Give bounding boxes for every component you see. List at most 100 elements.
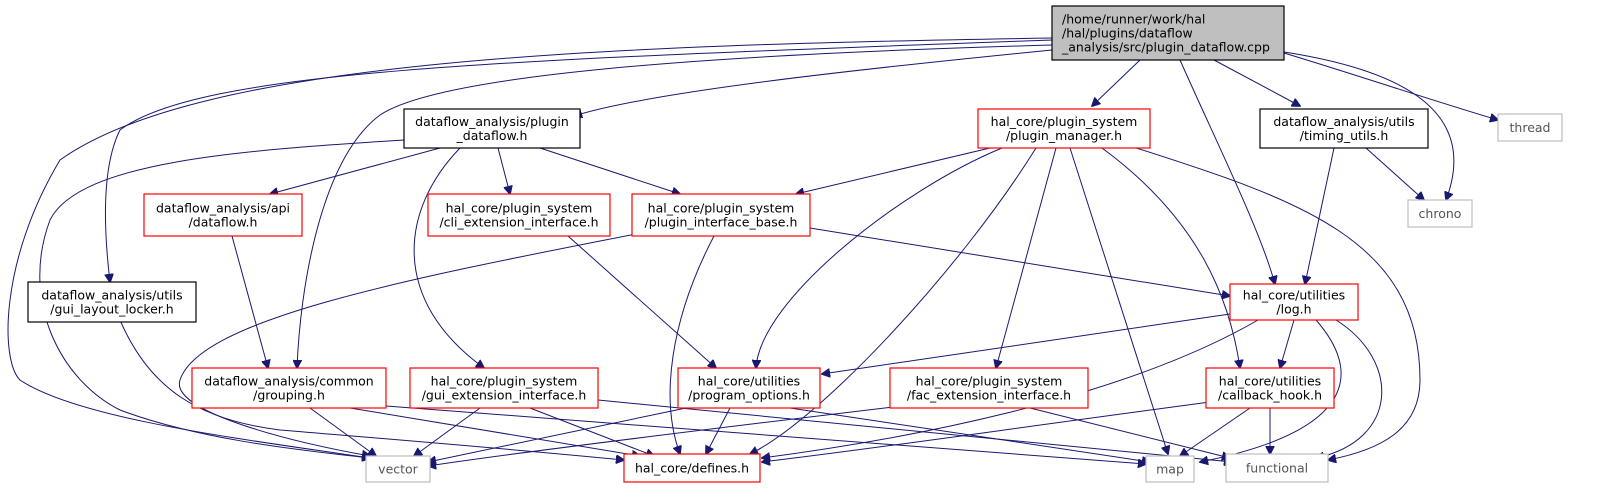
edge-grouping-defines [349, 407, 640, 456]
edge-callback-hook-defines [762, 401, 1211, 462]
node-label-line: /timing_utils.h [1300, 128, 1389, 143]
node-label-line: map [1156, 462, 1184, 477]
node-box [403, 108, 581, 149]
edge-program-options-vector [428, 407, 687, 462]
node-label-line: hal_core/plugin_system [431, 374, 578, 389]
edge-root-chrono [1283, 51, 1455, 200]
edge-root-gui-layout-locker [106, 39, 1053, 282]
node-label-line: hal_core/utilities [698, 374, 800, 389]
node-label-line: hal_core/plugin_system [991, 114, 1138, 129]
node-pib[interactable]: hal_core/plugin_system/plugin_interface_… [631, 193, 811, 237]
edge-plugin-manager-callback-hook [1101, 147, 1240, 368]
node-label-line: thread [1510, 120, 1551, 135]
edge-program-options-defines [706, 407, 731, 454]
edge-callback-hook-map [1180, 407, 1251, 456]
node-label-line: /callback_hook.h [1218, 388, 1322, 403]
node-box [1497, 113, 1563, 142]
node-label-line: /home/runner/work/hal [1062, 12, 1205, 27]
edge-fac-ext-vector [428, 403, 919, 466]
node-log[interactable]: hal_core/utilities/log.h [1229, 283, 1359, 321]
node-gui-ext[interactable]: hal_core/plugin_system/gui_extension_int… [409, 367, 599, 409]
edge-root-log [1179, 59, 1275, 284]
edge-api-dataflow-grouping [231, 235, 268, 368]
edge-plugin-dataflow-gui-ext [413, 147, 484, 368]
node-pmgr[interactable]: hal_core/plugin_system/plugin_manager.h [977, 108, 1151, 149]
node-timing[interactable]: dataflow_analysis/utils/timing_utils.h [1259, 108, 1429, 149]
node-label-line: /dataflow.h [189, 215, 258, 230]
node-thread[interactable]: thread [1497, 113, 1563, 142]
node-defines[interactable]: hal_core/defines.h [623, 453, 761, 483]
node-vector[interactable]: vector [365, 455, 431, 483]
node-label-line: hal_core/plugin_system [446, 201, 593, 216]
node-map[interactable]: map [1145, 455, 1195, 483]
node-label-line: /fac_extension_interface.h [907, 388, 1071, 403]
edge-timing-utils-log [1305, 147, 1335, 284]
node-label-line: /gui_extension_interface.h [422, 388, 587, 403]
edge-plugin-manager-defines [750, 147, 1037, 454]
node-cli-ext[interactable]: hal_core/plugin_system/cli_extension_int… [427, 193, 611, 237]
node-label-line: dataflow_analysis/api [156, 201, 290, 216]
edge-plugin-interface-base-vector [178, 233, 637, 456]
node-api-df[interactable]: dataflow_analysis/api/dataflow.h [143, 193, 303, 237]
edge-plugin-manager-plugin-interface-base [796, 147, 991, 194]
node-label-line: dataflow_analysis/utils [1273, 114, 1414, 129]
edge-gui-ext-defines [529, 407, 654, 456]
node-box [889, 367, 1089, 409]
node-box [977, 108, 1151, 149]
node-box [191, 367, 387, 409]
edge-log-callback-hook [1280, 319, 1295, 368]
node-label-line: /program_options.h [688, 388, 810, 403]
edge-plugin-interface-base-log [809, 227, 1230, 296]
node-root[interactable]: /home/runner/work/hal/hal/plugins/datafl… [1051, 5, 1285, 61]
node-functional[interactable]: functional [1225, 453, 1329, 483]
file-nodes: /home/runner/work/hal/hal/plugins/datafl… [27, 5, 1563, 483]
edge-root-plugin-manager [1092, 59, 1141, 106]
node-label-line: vector [378, 462, 419, 477]
node-label-line: /gui_layout_locker.h [50, 302, 173, 317]
node-label-line: chrono [1419, 206, 1462, 221]
node-label-line: dataflow_analysis/utils [41, 288, 182, 303]
node-box [1145, 455, 1195, 483]
node-label-line: hal_core/plugin_system [648, 201, 795, 216]
node-plugin-df[interactable]: dataflow_analysis/plugin_dataflow.h [403, 108, 581, 149]
node-cbhook[interactable]: hal_core/utilities/callback_hook.h [1205, 367, 1335, 409]
edge-root-timing-utils [1213, 59, 1300, 106]
node-fac-ext[interactable]: hal_core/plugin_system/fac_extension_int… [889, 367, 1089, 409]
edge-plugin-manager-functional [1129, 145, 1421, 460]
node-label-line: /plugin_manager.h [1006, 128, 1122, 143]
edge-plugin-manager-map [1069, 147, 1168, 454]
node-label-line: hal_core/utilities [1219, 374, 1321, 389]
node-box [143, 193, 303, 237]
node-label-line: _analysis/src/plugin_dataflow.cpp [1061, 40, 1270, 55]
node-grouping[interactable]: dataflow_analysis/common/grouping.h [191, 367, 387, 409]
node-box [631, 193, 811, 237]
node-box [677, 367, 821, 409]
edge-plugin-dataflow-api-dataflow [270, 147, 441, 194]
node-label-line: hal_core/plugin_system [916, 374, 1063, 389]
node-box [1051, 5, 1285, 61]
node-label-line: functional [1246, 461, 1308, 476]
node-box [365, 455, 431, 483]
node-label-line: /cli_extension_interface.h [439, 215, 598, 230]
edge-root-grouping [297, 44, 1053, 368]
edge-root-thread [1283, 52, 1498, 120]
node-box [409, 367, 599, 409]
edge-log-functional [1316, 319, 1383, 458]
node-label-line: dataflow_analysis/plugin [415, 114, 569, 129]
edge-gui-ext-vector [414, 407, 481, 456]
node-box [623, 453, 761, 483]
node-box [27, 281, 197, 323]
node-box [1259, 108, 1429, 149]
node-box [1229, 283, 1359, 321]
node-gui-locker[interactable]: dataflow_analysis/utils/gui_layout_locke… [27, 281, 197, 323]
edge-grouping-map [385, 405, 1146, 464]
node-label-line: hal_core/utilities [1243, 288, 1345, 303]
edge-timing-utils-chrono [1365, 147, 1424, 200]
edge-gui-layout-locker-defines [119, 319, 624, 460]
node-box [427, 193, 611, 237]
edge-plugin-manager-program-options [756, 147, 1003, 368]
edge-fac-ext-functional [1029, 407, 1230, 458]
node-progopt[interactable]: hal_core/utilities/program_options.h [677, 367, 821, 409]
node-chrono[interactable]: chrono [1407, 199, 1473, 228]
